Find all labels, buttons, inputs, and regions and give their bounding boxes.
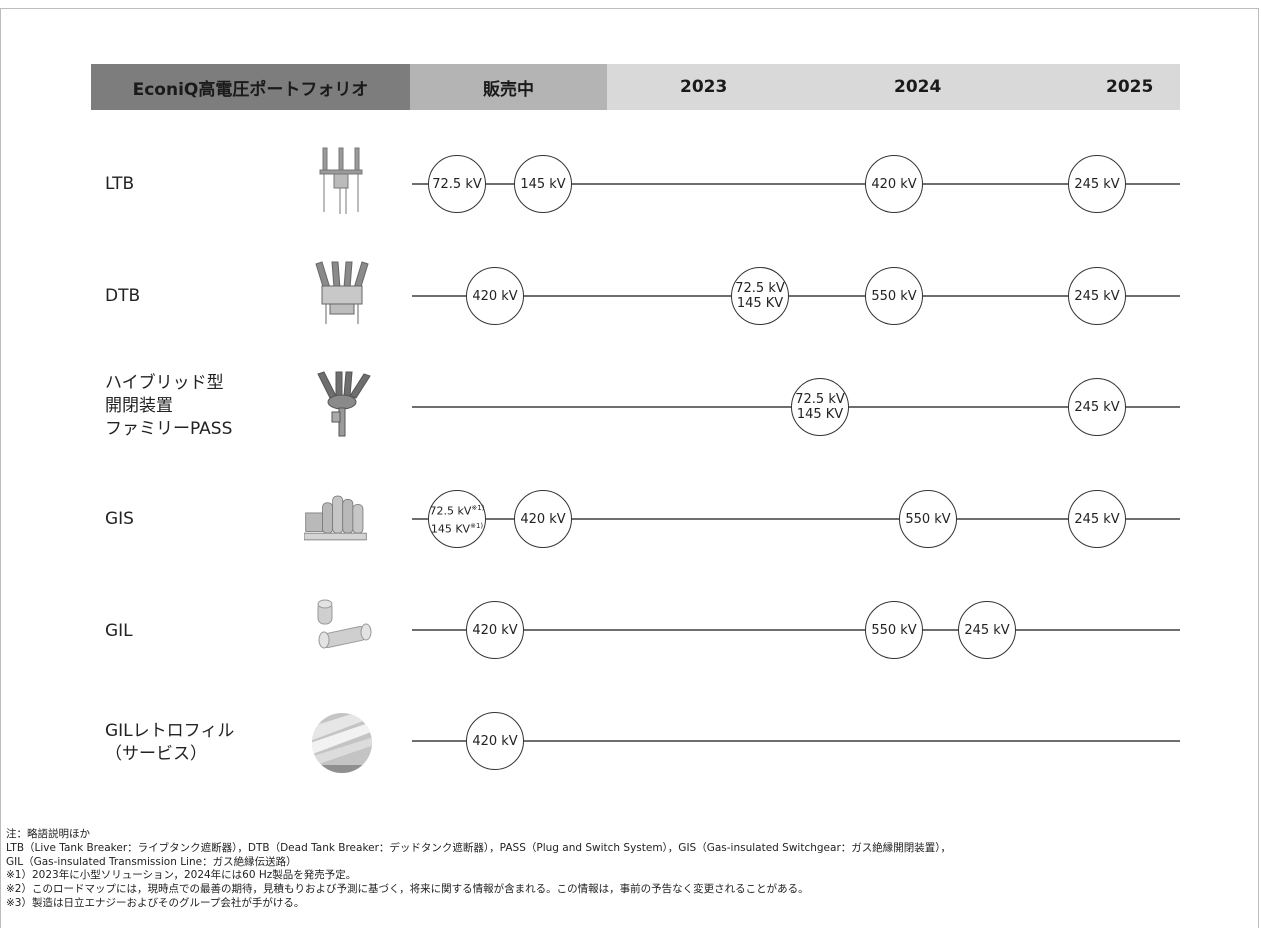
row-label-pass: ハイブリッド型 開閉装置 ファミリーPASS [105, 373, 233, 439]
year-2023-label: 2023 [680, 77, 728, 97]
milestone-node: 245 kV [1068, 267, 1126, 325]
footnote-line: LTB（Live Tank Breaker：ライブタンク遮断器），DTB（Dea… [6, 841, 952, 854]
row-label-ltb: LTB [105, 174, 135, 194]
on-sale-header: 販売中 [410, 64, 607, 110]
portfolio-title-header: EconiQ高電圧ポートフォリオ [91, 64, 410, 110]
timeline-ltb [412, 183, 1180, 185]
milestone-node: 72.5 kV※1) 145 KV※1) [428, 490, 486, 548]
footnote-line: GIL（Gas-insulated Transmission Line：ガス絶縁… [6, 855, 297, 868]
years-header: 2023 2024 2025 [607, 64, 1180, 110]
on-sale-label: 販売中 [483, 79, 534, 100]
gil-line-icon [317, 599, 372, 649]
year-2024-label: 2024 [894, 77, 942, 97]
timeline-dtb [412, 295, 1180, 297]
footnote-line: ※1）2023年に小型ソリューション，2024年には60 Hz製品を発売予定。 [6, 869, 357, 882]
footnote-line: ※3）製造は日立エナジーおよびそのグループ会社が手がける。 [6, 896, 305, 909]
milestone-node: 420 kV [466, 267, 524, 325]
timeline-gil [412, 629, 1180, 631]
milestone-node: 145 kV [514, 155, 572, 213]
footnotes: 注：略語説明ほか LTB（Live Tank Breaker：ライブタンク遮断器… [6, 828, 1256, 911]
milestone-node: 245 kV [1068, 378, 1126, 436]
live-tank-breaker-icon [319, 147, 363, 214]
gis-switchgear-icon [304, 495, 367, 541]
row-label-gil-retrofill: GILレトロフィル （サービス） [105, 721, 235, 764]
milestone-node: 550 kV [865, 267, 923, 325]
milestone-node: 245 kV [1068, 490, 1126, 548]
milestone-node: 550 kV [865, 601, 923, 659]
timeline-gis [412, 518, 1180, 520]
row-label-dtb: DTB [105, 286, 141, 306]
gil-retrofill-photo-icon [312, 713, 372, 773]
milestone-node: 420 kV [466, 712, 524, 770]
milestone-node: 245 kV [1068, 155, 1126, 213]
row-label-gis: GIS [105, 509, 134, 529]
dead-tank-breaker-icon [315, 261, 369, 324]
footnote-line: ※2）このロードマップには，現時点での最善の期待，見積もりおよび予測に基づく，将… [6, 883, 809, 896]
milestone-node: 72.5 kV [428, 155, 486, 213]
milestone-node: 420 kV [514, 490, 572, 548]
milestone-node: 245 kV [958, 601, 1016, 659]
milestone-node: 420 kV [865, 155, 923, 213]
milestone-node: 550 kV [899, 490, 957, 548]
timeline-gil-retrofill [412, 740, 1180, 742]
figure-frame [0, 8, 1259, 928]
footnote-line: 注：略語説明ほか [6, 828, 90, 840]
pass-switchgear-icon [317, 371, 371, 437]
milestone-node: 420 kV [466, 601, 524, 659]
portfolio-title: EconiQ高電圧ポートフォリオ [132, 79, 369, 100]
row-label-gil: GIL [105, 621, 133, 641]
year-2025-label: 2025 [1106, 77, 1154, 97]
